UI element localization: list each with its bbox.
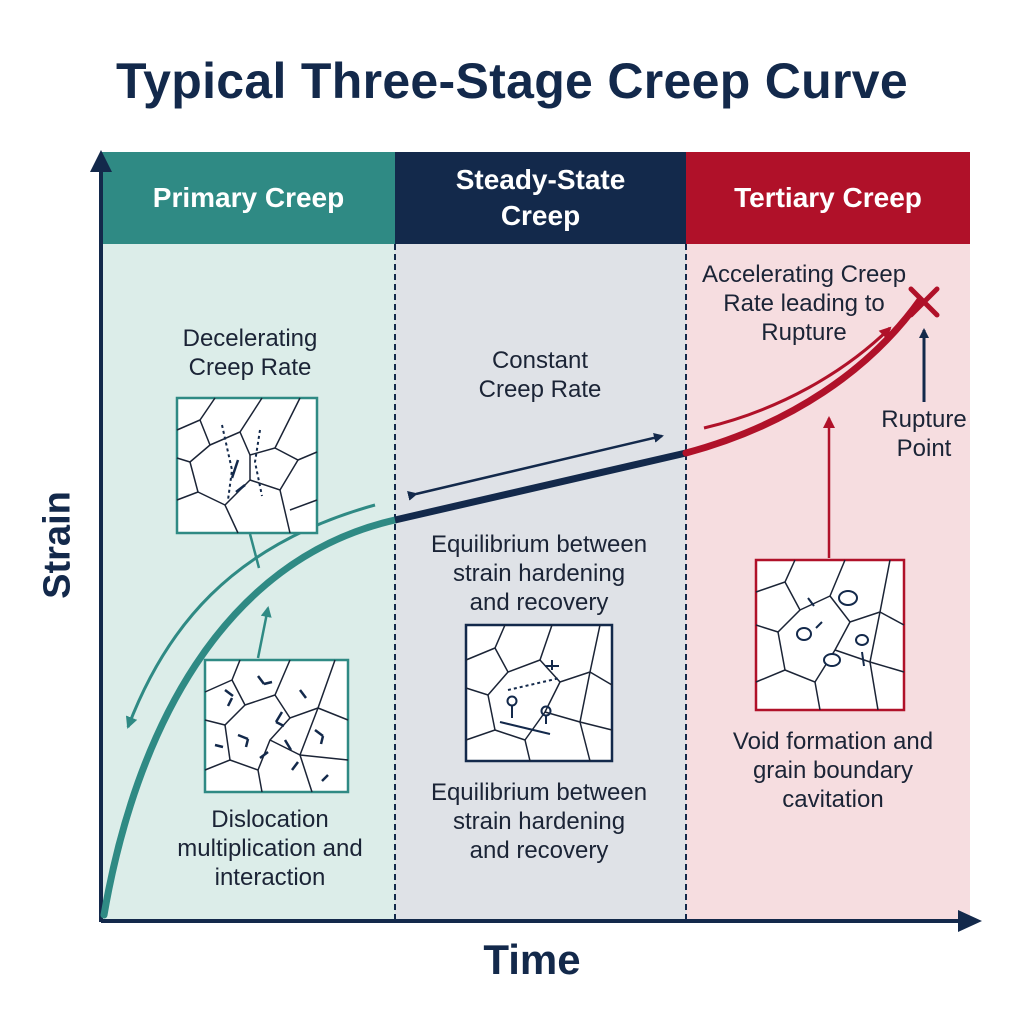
dislocation-mechanism-label: Dislocation multiplication and interacti…: [177, 806, 363, 891]
primary-creep-header: Primary Creep: [102, 152, 395, 244]
steady-state-mechanism-label-upper: Equilibrium between strain hardening and…: [430, 531, 648, 616]
x-axis-label: Time: [483, 936, 581, 983]
diagram-title: Typical Three-Stage Creep Curve: [116, 53, 908, 109]
primary-grain-micrograph-top: [175, 396, 319, 535]
rupture-x-icon: [908, 286, 940, 318]
tertiary-grain-micrograph: [754, 558, 906, 712]
primary-grain-micrograph-bottom: [203, 658, 350, 794]
steady-state-creep-header-text: Steady-State Creep: [455, 164, 626, 231]
x-axis: [101, 910, 982, 932]
steady-state-creep-curve: [394, 449, 687, 524]
tertiary-creep-curve: [682, 296, 924, 457]
primary-bottom-micrograph-arrow: [256, 606, 272, 659]
primary-top-micrograph-connector: [248, 533, 261, 569]
constant-creep-rate-label: Constant Creep Rate: [478, 347, 602, 403]
accelerating-creep-rate-label: Accelerating Creep Rate leading to Ruptu…: [701, 261, 907, 346]
tertiary-creep-header: Tertiary Creep: [686, 152, 970, 244]
steady-state-grain-micrograph: [464, 623, 614, 763]
steady-state-mechanism-label-lower: Equilibrium between strain hardening and…: [430, 779, 648, 864]
accelerating-rate-arrow: [703, 326, 892, 430]
primary-creep-curve: [100, 516, 399, 919]
decelerating-creep-rate-label: Decelerating Creep Rate: [182, 325, 318, 381]
y-axis-label: Strain: [36, 491, 79, 599]
constant-rate-arrow: [407, 432, 664, 501]
stage-divider-primary-steady: [394, 244, 396, 920]
void-formation-label: Void formation and grain boundary cavita…: [732, 728, 934, 813]
rupture-point-label: Rupture Point: [881, 406, 967, 462]
steady-state-creep-header: Steady-State Creep: [395, 152, 686, 244]
steady-state-stage-zone: [395, 152, 686, 920]
stage-divider-steady-tertiary: [685, 244, 687, 920]
y-axis: [90, 150, 112, 922]
decelerating-rate-arrow: [125, 503, 376, 729]
